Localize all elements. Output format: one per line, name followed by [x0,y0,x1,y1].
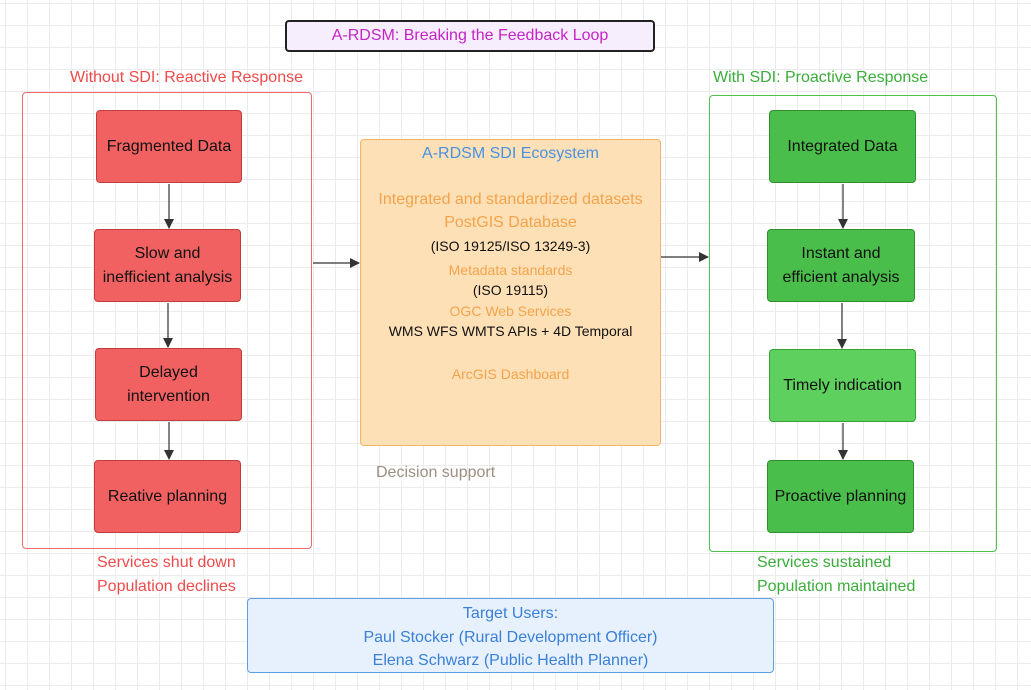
target-user-paul: Paul Stocker (Rural Development Officer) [363,629,658,646]
ecosystem-ogc: OGC Web Services [449,303,572,319]
with-sdi-title: With SDI: Proactive Response [713,69,929,86]
without-sdi-outcome: Services shut down Population declines [97,551,236,599]
ecosystem-title: A-RDSM SDI Ecosystem [422,145,599,162]
ecosystem-metadata: Metadata standards [448,262,573,278]
node-delayed-intervention: Delayed intervention [95,348,242,421]
ecosystem-postgis: PostGIS Database [444,214,577,231]
outcome-population-declines: Population declines [97,578,236,595]
ecosystem-web-services: WMS WFS WMTS APIs + 4D Temporal [388,323,633,339]
node-fragmented-data: Fragmented Data [96,110,242,183]
without-sdi-title: Without SDI: Reactive Response [70,69,303,86]
decision-support-label: Decision support [376,464,496,481]
node-instant-analysis: Instant and efficient analysis [767,229,915,302]
node-slow-analysis: Slow and inefficient analysis [94,229,241,302]
outcome-services-shut-down: Services shut down [97,554,236,571]
ecosystem-dashboard: ArcGIS Dashboard [451,366,570,382]
outcome-services-sustained: Services sustained [757,554,892,571]
with-sdi-outcome: Services sustained Population maintained [757,551,915,599]
sdi-ecosystem-box [360,139,661,446]
without-sdi-group [22,92,312,549]
with-sdi-group [709,95,997,552]
node-reactive-planning: Reative planning [94,460,241,533]
ecosystem-iso-metadata: (ISO 19115) [472,282,549,298]
node-proactive-planning: Proactive planning [767,460,914,533]
target-user-elena: Elena Schwarz (Public Health Planner) [372,652,649,669]
ecosystem-datasets: Integrated and standardized datasets [378,191,643,208]
outcome-population-maintained: Population maintained [757,578,916,595]
target-users-title: Target Users: [462,605,559,622]
diagram-title: A-RDSM: Breaking the Feedback Loop [285,20,655,52]
node-integrated-data: Integrated Data [769,110,916,183]
target-users-box [247,598,774,673]
node-timely-indication: Timely indication [769,349,916,422]
ecosystem-iso-postgis: (ISO 19125/ISO 13249-3) [430,238,591,254]
